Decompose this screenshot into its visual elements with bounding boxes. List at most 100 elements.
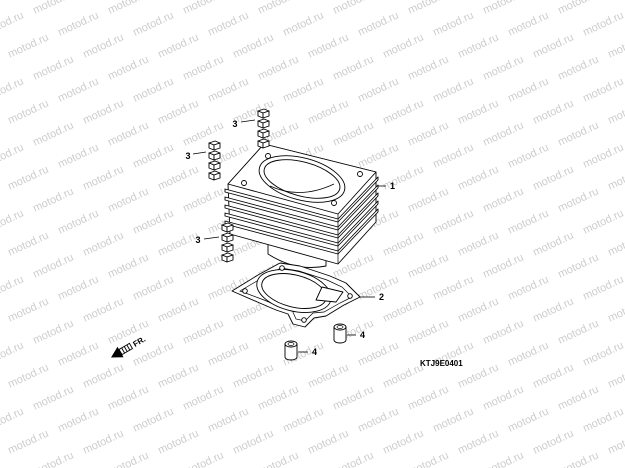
watermark-text: motod.ru <box>331 449 375 468</box>
gasket-hole <box>279 265 285 271</box>
watermark-text: motod.ru <box>81 295 125 324</box>
watermark-text: motod.ru <box>406 119 450 148</box>
watermark-text: motod.ru <box>31 449 75 468</box>
watermark-text: motod.ru <box>106 251 150 280</box>
watermark-text: motod.ru <box>131 9 175 38</box>
watermark-text: motod.ru <box>531 427 575 456</box>
watermark-text: motod.ru <box>581 141 625 170</box>
watermark-text: motod.ru <box>156 97 200 126</box>
watermark-text: motod.ru <box>506 405 550 434</box>
watermark-text: motod.ru <box>381 163 425 192</box>
watermark-text: motod.ru <box>56 75 100 104</box>
watermark-text: motod.ru <box>356 75 400 104</box>
watermark-text: motod.ru <box>0 185 1 214</box>
watermark-text: motod.ru <box>381 97 425 126</box>
callout-cylinder: 1 <box>390 181 395 191</box>
watermark-text: motod.ru <box>506 141 550 170</box>
callout-gasket: 2 <box>379 292 384 302</box>
watermark-text: motod.ru <box>406 185 450 214</box>
watermark-text: motod.ru <box>481 251 525 280</box>
watermark-text: motod.ru <box>406 53 450 82</box>
watermark-text: motod.ru <box>231 31 275 60</box>
watermark-text: motod.ru <box>131 75 175 104</box>
watermark-text: motod.ru <box>406 0 450 17</box>
watermark-text: motod.ru <box>0 9 26 38</box>
watermark-text: motod.ru <box>206 405 250 434</box>
watermark-text: motod.ru <box>506 339 550 368</box>
watermark-text: motod.ru <box>231 427 275 456</box>
watermark-text: motod.ru <box>181 53 225 82</box>
watermark-text: motod.ru <box>556 251 600 280</box>
watermark-text: motod.ru <box>0 53 1 82</box>
watermark-text: motod.ru <box>356 405 400 434</box>
watermark-text: motod.ru <box>406 251 450 280</box>
watermark-text: motod.ru <box>0 207 26 236</box>
watermark-text: motod.ru <box>181 185 225 214</box>
watermark-text: motod.ru <box>406 317 450 346</box>
gasket-hole <box>242 288 248 294</box>
watermark-text: motod.ru <box>56 207 100 236</box>
watermark-text: motod.ru <box>606 31 625 60</box>
watermark-text: motod.ru <box>31 0 75 17</box>
watermark-text: motod.ru <box>106 449 150 468</box>
watermark-text: motod.ru <box>106 0 150 17</box>
watermark-text: motod.ru <box>556 185 600 214</box>
watermark-text: motod.ru <box>581 75 625 104</box>
bolt-hole <box>265 153 271 159</box>
watermark-text: motod.ru <box>81 163 125 192</box>
callout-stud-left: 3 <box>185 151 190 161</box>
watermark-text: motod.ru <box>431 405 475 434</box>
front-direction-arrow: FR. <box>111 335 147 358</box>
watermark-text: motod.ru <box>506 207 550 236</box>
watermark-text: motod.ru <box>531 295 575 324</box>
watermark-text: motod.ru <box>481 0 525 17</box>
bolt-hole <box>357 171 363 177</box>
watermark-text: motod.ru <box>281 75 325 104</box>
dowel-pin-left <box>284 340 298 361</box>
watermark-text: motod.ru <box>181 449 225 468</box>
watermark-text: motod.ru <box>381 361 425 390</box>
watermark-text: motod.ru <box>531 31 575 60</box>
watermark-text: motod.ru <box>406 383 450 412</box>
watermark-text: motod.ru <box>356 9 400 38</box>
watermark-text: motod.ru <box>556 383 600 412</box>
watermark-text: motod.ru <box>206 75 250 104</box>
watermark-text: motod.ru <box>0 75 26 104</box>
watermark-text: motod.ru <box>81 31 125 60</box>
stud-stack-lower <box>221 222 234 263</box>
dowel-pin-right <box>333 323 347 344</box>
watermark-text: motod.ru <box>531 97 575 126</box>
watermark-text: motod.ru <box>456 361 500 390</box>
watermark-text: motod.ru <box>331 0 375 17</box>
gasket-hole <box>301 317 307 323</box>
watermark-text: motod.ru <box>106 185 150 214</box>
watermark-text: motod.ru <box>81 427 125 456</box>
watermark-text: motod.ru <box>581 339 625 368</box>
watermark-text: motod.ru <box>306 427 350 456</box>
watermark-text: motod.ru <box>331 383 375 412</box>
watermark-text: motod.ru <box>0 449 1 468</box>
watermark-text: motod.ru <box>606 361 625 390</box>
watermark-text: motod.ru <box>606 163 625 192</box>
watermark-text: motod.ru <box>381 427 425 456</box>
watermark-text: motod.ru <box>56 273 100 302</box>
watermark-text: motod.ru <box>531 163 575 192</box>
watermark-text: motod.ru <box>131 141 175 170</box>
watermark-text: motod.ru <box>156 427 200 456</box>
callout-dowel-left: 4 <box>312 347 317 357</box>
callout-leader <box>240 119 256 123</box>
watermark-text: motod.ru <box>556 0 600 17</box>
watermark-text: motod.ru <box>356 339 400 368</box>
watermark-text: motod.ru <box>0 317 1 346</box>
gasket-hole <box>347 293 353 299</box>
watermark-text: motod.ru <box>131 405 175 434</box>
watermark-text: motod.ru <box>456 97 500 126</box>
watermark-text: motod.ru <box>581 207 625 236</box>
watermark-text: motod.ru <box>481 53 525 82</box>
watermark-text: motod.ru <box>81 97 125 126</box>
watermark-text: motod.ru <box>456 295 500 324</box>
watermark-text: motod.ru <box>556 317 600 346</box>
watermark-text: motod.ru <box>456 427 500 456</box>
watermark-text: motod.ru <box>281 9 325 38</box>
watermark-text: motod.ru <box>181 251 225 280</box>
